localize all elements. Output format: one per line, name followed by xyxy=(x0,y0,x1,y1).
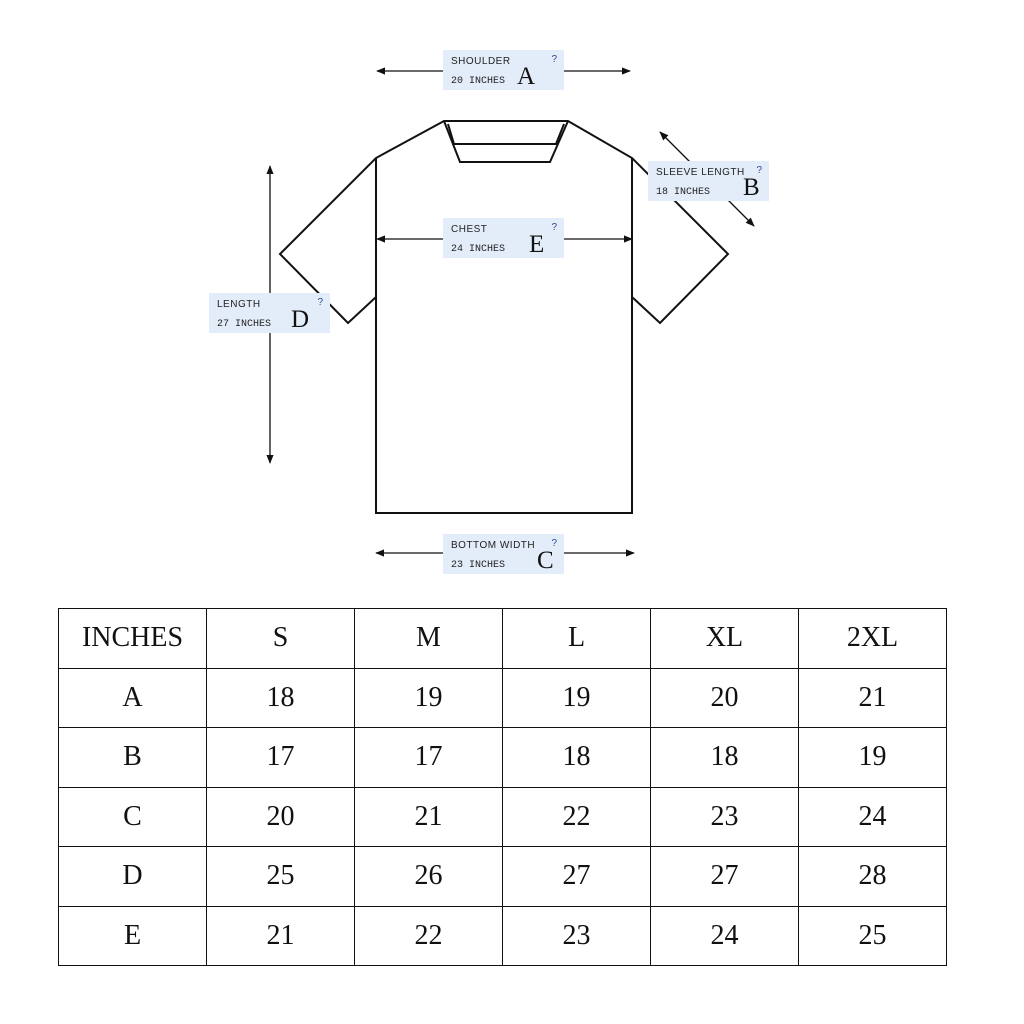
table-cell: 27 xyxy=(650,846,799,907)
table-cell: 17 xyxy=(206,727,355,788)
label-value: 24 INCHES xyxy=(451,244,506,255)
table-cell: 18 xyxy=(650,727,799,788)
measure-letter: D xyxy=(291,306,310,333)
header-cell-m: M xyxy=(354,608,503,669)
label-name: SHOULDER xyxy=(451,56,511,67)
table-cell: 21 xyxy=(354,786,503,847)
sleeve-length-label: SLEEVE LENGTH 18 INCHES ? B xyxy=(648,161,769,201)
measure-letter: A xyxy=(517,63,536,90)
label-name: CHEST xyxy=(451,224,488,235)
label-value: 20 INCHES xyxy=(451,76,506,87)
table-cell: 18 xyxy=(206,667,355,728)
table-cell: 17 xyxy=(354,727,503,788)
collar-inner xyxy=(447,123,565,145)
table-cell: 21 xyxy=(206,905,355,966)
header-cell-l: L xyxy=(502,608,651,669)
table-cell: 21 xyxy=(798,667,947,728)
table-cell: 23 xyxy=(502,905,651,966)
table-cell: 19 xyxy=(354,667,503,728)
label-value: 23 INCHES xyxy=(451,560,506,571)
help-mark[interactable]: ? xyxy=(551,54,557,65)
header-cell-2xl: 2XL xyxy=(798,608,947,669)
table-header-row: INCHES S M L XL 2XL xyxy=(58,608,947,669)
label-name: LENGTH xyxy=(217,299,261,310)
measure-letter: B xyxy=(743,174,760,201)
row-label-cell: A xyxy=(58,667,207,728)
measure-letter: C xyxy=(537,547,554,574)
table-cell: 19 xyxy=(798,727,947,788)
table-cell: 24 xyxy=(798,786,947,847)
header-cell-s: S xyxy=(206,608,355,669)
label-name: SLEEVE LENGTH xyxy=(656,167,745,178)
table-cell: 20 xyxy=(206,786,355,847)
help-mark[interactable]: ? xyxy=(551,222,557,233)
row-label-cell: D xyxy=(58,846,207,907)
label-name: BOTTOM WIDTH xyxy=(451,540,536,551)
label-value: 18 INCHES xyxy=(656,187,711,198)
size-chart-table: INCHES S M L XL 2XL A 18 19 19 20 21 B 1… xyxy=(58,608,947,966)
help-mark[interactable]: ? xyxy=(756,165,762,176)
row-label-cell: C xyxy=(58,786,207,847)
table-row: C 20 21 22 23 24 xyxy=(58,786,947,847)
table-row: D 25 26 27 27 28 xyxy=(58,846,947,907)
chest-label: CHEST 24 INCHES ? E xyxy=(443,218,564,258)
tshirt-diagram xyxy=(266,67,755,557)
header-cell-xl: XL xyxy=(650,608,799,669)
table-cell: 18 xyxy=(502,727,651,788)
row-label-cell: E xyxy=(58,905,207,966)
length-label: LENGTH 27 INCHES ? D xyxy=(209,293,330,333)
table-cell: 27 xyxy=(502,846,651,907)
table-cell: 26 xyxy=(354,846,503,907)
collar-outer xyxy=(443,120,569,163)
help-mark[interactable]: ? xyxy=(317,297,323,308)
table-cell: 24 xyxy=(650,905,799,966)
tshirt-outline xyxy=(278,120,730,514)
table-cell: 22 xyxy=(354,905,503,966)
bottom-width-label: BOTTOM WIDTH 23 INCHES ? C xyxy=(443,534,564,574)
table-cell: 20 xyxy=(650,667,799,728)
table-row: E 21 22 23 24 25 xyxy=(58,905,947,966)
table-row: A 18 19 19 20 21 xyxy=(58,667,947,728)
table-cell: 25 xyxy=(206,846,355,907)
table-cell: 22 xyxy=(502,786,651,847)
table-cell: 19 xyxy=(502,667,651,728)
header-cell-unit: INCHES xyxy=(58,608,207,669)
table-cell: 23 xyxy=(650,786,799,847)
table-cell: 25 xyxy=(798,905,947,966)
row-label-cell: B xyxy=(58,727,207,788)
table-row: B 17 17 18 18 19 xyxy=(58,727,947,788)
measure-letter: E xyxy=(529,231,545,258)
table-cell: 28 xyxy=(798,846,947,907)
help-mark[interactable]: ? xyxy=(551,538,557,549)
shoulder-label: SHOULDER 20 INCHES ? A xyxy=(443,50,564,90)
label-value: 27 INCHES xyxy=(217,319,272,330)
